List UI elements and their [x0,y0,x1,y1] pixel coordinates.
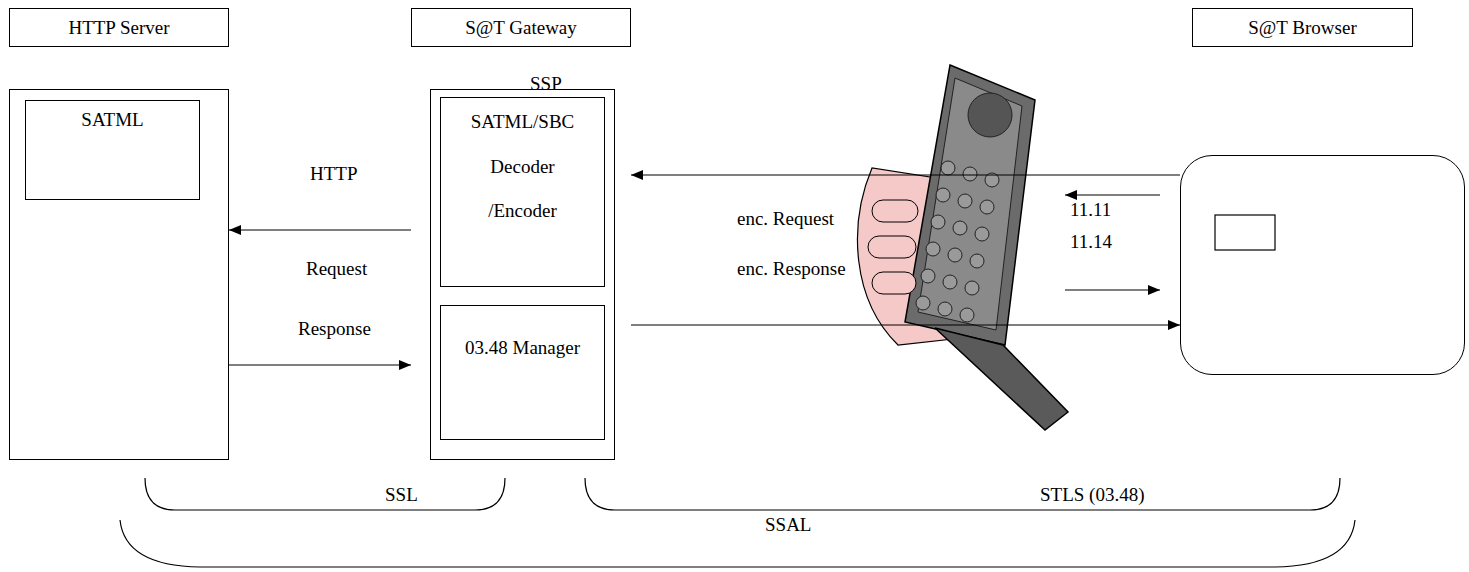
heading-box: HTTP Server [9,8,229,47]
annotation-label: SSP [530,73,562,96]
box-title: S@T Gateway [465,17,577,39]
phone-card-arrow [1065,289,1160,290]
key [975,227,989,241]
key [960,308,974,322]
gateway-box: S@T GatewaySATML/SBC Decoder /Encoder 03.… [411,8,631,460]
annotation-label: STLS (03.48) [1040,484,1145,507]
heading-box: S@T Gateway [411,8,631,47]
phone-face [918,78,1022,330]
phone-body [905,65,1035,345]
key [938,302,952,316]
finger [868,236,916,258]
key [980,200,994,214]
key [931,215,945,229]
content-box: SATML [25,100,200,200]
annotation-label: enc. Response [737,258,846,281]
manager-box: 03.48 Manager [440,305,605,440]
box-label: 03.48 Manager [465,326,580,371]
ssal-bracket [120,520,1355,567]
key [926,242,940,256]
annotation-label: SSL [385,484,418,507]
flow-arrow [229,229,411,230]
phone-illustration [858,65,1068,430]
key [916,296,930,310]
box-outline [1180,155,1465,375]
annotation-label: HTTP [310,163,358,186]
key [941,161,955,175]
annotation-label: Response [298,318,371,341]
box-label: SATML/SBC Decoder /Encoder [464,100,582,234]
flow-arrow [631,324,1180,325]
key [958,194,972,208]
annotation-label: 11.14 [1070,231,1112,254]
card-chip [1215,215,1275,250]
annotation-label: SSAL [765,514,811,537]
key [970,254,984,268]
box-title: HTTP Server [68,17,169,39]
key [921,269,935,283]
annotation-label: 11.11 [1070,199,1111,222]
key [943,275,957,289]
finger [872,272,916,294]
box-label: SATML [81,109,143,132]
stls-bracket [585,478,1340,510]
phone-flip [935,328,1068,430]
key [965,281,979,295]
key [936,188,950,202]
browser-card: S@T Browser [1180,8,1465,375]
key [953,221,967,235]
flow-arrow [631,174,1180,175]
heading-box: S@T Browser [1192,8,1413,47]
key [948,248,962,262]
phone-card-arrow [1065,194,1160,195]
keypad [916,161,999,322]
ssl-bracket [145,478,505,510]
codec-box: SATML/SBC Decoder /Encoder [440,97,605,287]
key [963,167,977,181]
server-box: HTTP ServerSATML [9,8,229,460]
earpiece [968,93,1012,137]
annotation-label: enc. Request [737,208,834,231]
box-title: S@T Browser [1248,17,1356,39]
flow-arrow [229,364,411,365]
finger [872,200,918,222]
annotation-label: Request [306,258,367,281]
